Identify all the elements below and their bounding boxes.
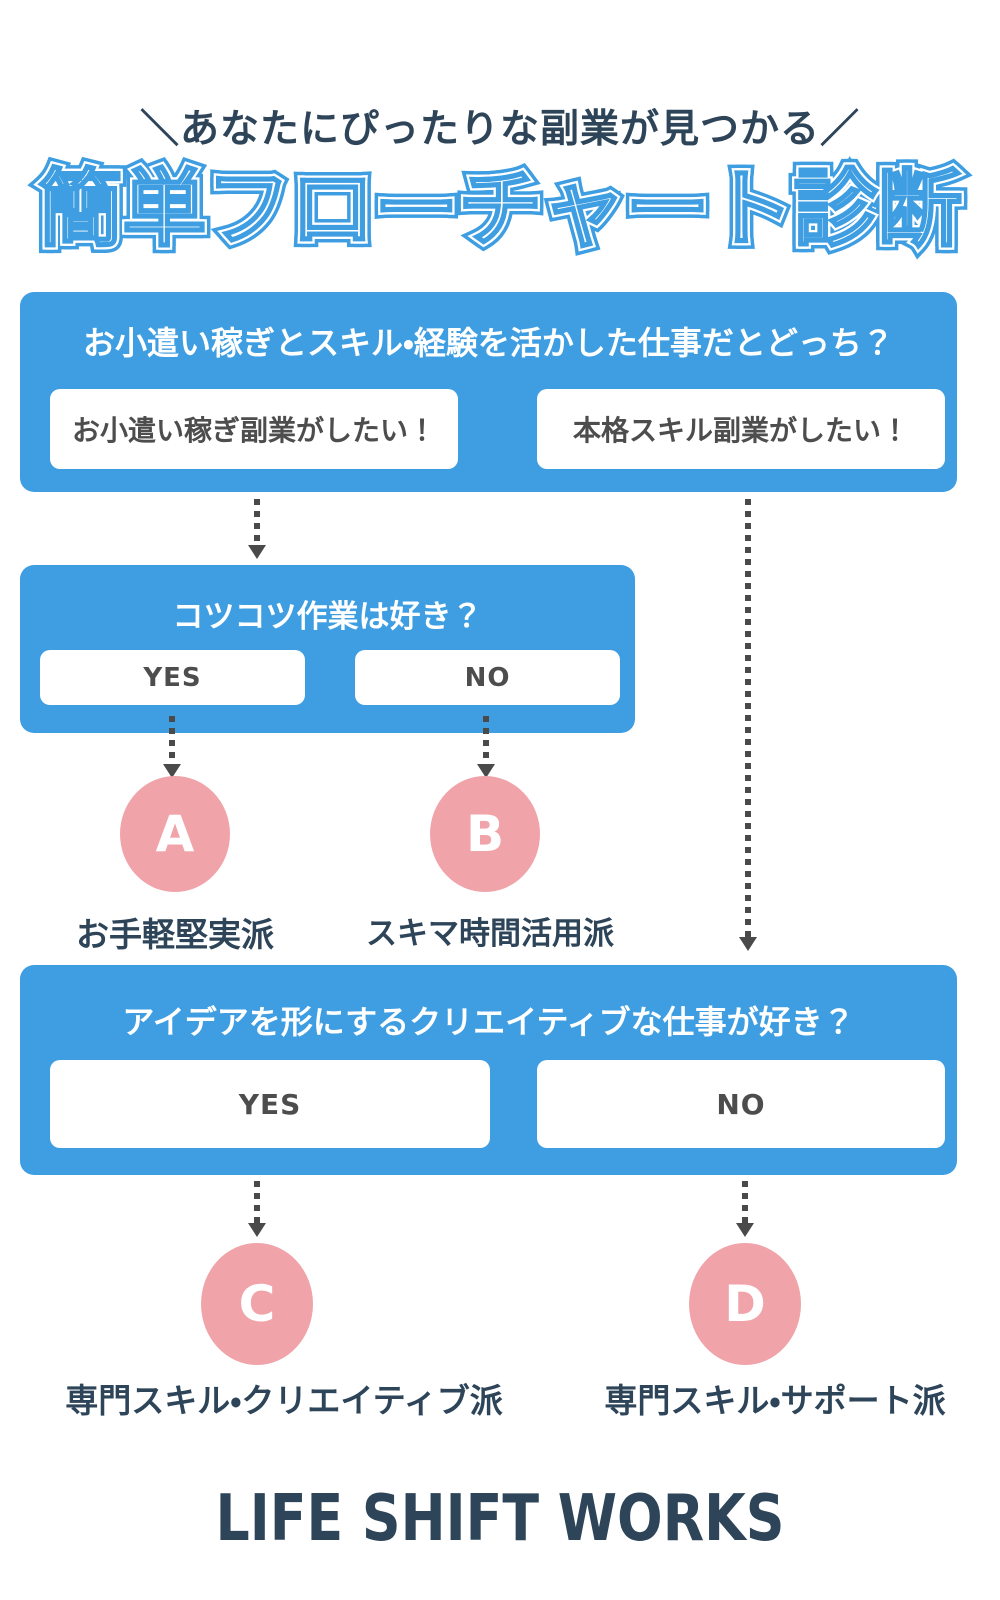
question-3-text: アイデアを形にするクリエイティブな仕事が好き？ (122, 1003, 855, 1041)
result-label-c: 専門スキル・クリエイティブ派 (65, 1381, 503, 1420)
question-card-1: お小遣い稼ぎとスキル・経験を活かした仕事だとどっち？ お小遣い稼ぎ副業がしたい！… (20, 292, 957, 492)
arrow-down-icon (736, 1223, 754, 1237)
q2-option-yes[interactable]: YES (40, 650, 305, 705)
q1-option-skill-job[interactable]: 本格スキル副業がしたい！ (537, 389, 945, 469)
question-card-2: コツコツ作業は好き？ YES NO (20, 565, 635, 733)
question-2-text: コツコツ作業は好き？ (172, 599, 483, 635)
dotted-arrow-q1-to-q3 (739, 499, 757, 951)
dotted-line (254, 1181, 260, 1224)
dotted-arrow-q3yes-to-c (248, 1181, 266, 1237)
arrow-down-icon (739, 937, 757, 951)
result-label-b: スキマ時間活用派 (366, 916, 614, 952)
arrow-down-icon (248, 545, 266, 559)
dotted-line (254, 499, 260, 546)
page-title-outline-inner: 簡単フローチャート診断 (35, 157, 965, 262)
page-title-outline-outer: 簡単フローチャート診断 (31, 153, 968, 265)
result-circle-b: B (430, 776, 540, 892)
question-1-text: お小遣い稼ぎとスキル・経験を活かした仕事だとどっち？ (83, 324, 894, 362)
q2-option-no[interactable]: NO (355, 650, 620, 705)
result-label-a: お手軽堅実派 (76, 915, 274, 954)
dotted-arrow-q2no-to-b (477, 716, 495, 778)
dotted-line (745, 499, 751, 938)
q3-option-no[interactable]: NO (537, 1060, 945, 1148)
result-label-d: 専門スキル・サポート派 (604, 1381, 946, 1420)
q3-option-yes[interactable]: YES (50, 1060, 490, 1148)
tagline: ＼あなたにぴったりな副業が見つかる／ (139, 107, 860, 152)
result-circle-a: A (120, 776, 230, 892)
page-title: 簡単フローチャート診断 簡単フローチャート診断 簡単フローチャート診断 (0, 150, 1000, 270)
q1-option-pocket-money[interactable]: お小遣い稼ぎ副業がしたい！ (50, 389, 458, 469)
result-circle-d: D (689, 1243, 801, 1365)
brand-logo-text: LIFE SHIFT WORKS (215, 1482, 785, 1556)
dotted-arrow-q3no-to-d (736, 1181, 754, 1237)
dotted-arrow-q1-to-q2 (248, 499, 266, 559)
dotted-line (169, 716, 175, 765)
page-title-text: 簡単フローチャート診断 (37, 159, 963, 260)
arrow-down-icon (477, 764, 495, 778)
arrow-down-icon (248, 1223, 266, 1237)
dotted-line (483, 716, 489, 765)
dotted-arrow-q2yes-to-a (163, 716, 181, 778)
result-circle-c: C (201, 1243, 313, 1365)
arrow-down-icon (163, 764, 181, 778)
dotted-line (742, 1181, 748, 1224)
question-card-3: アイデアを形にするクリエイティブな仕事が好き？ YES NO (20, 965, 957, 1175)
